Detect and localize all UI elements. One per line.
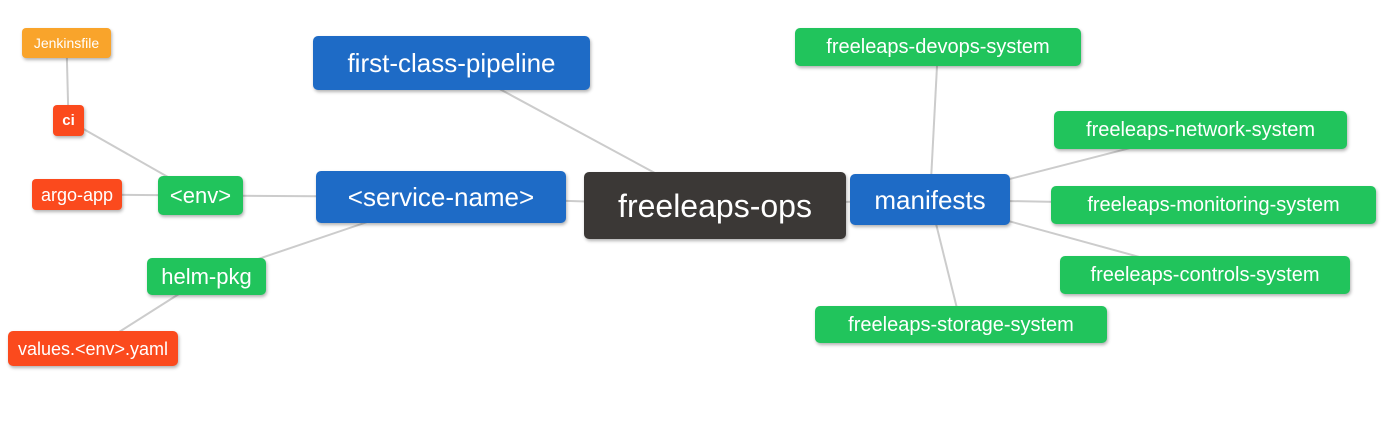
node-helm-pkg[interactable]: helm-pkg xyxy=(147,258,266,295)
node-first-class-pipeline[interactable]: first-class-pipeline xyxy=(313,36,590,90)
node-freeleaps-monitoring-system[interactable]: freeleaps-monitoring-system xyxy=(1051,186,1376,224)
node-label: manifests xyxy=(874,184,986,215)
node-label: helm-pkg xyxy=(161,263,252,289)
node-label: freeleaps-ops xyxy=(618,187,812,224)
node-label: freeleaps-storage-system xyxy=(848,313,1074,336)
node-argo-app[interactable]: argo-app xyxy=(32,179,122,210)
node-label: first-class-pipeline xyxy=(347,48,556,78)
node-freeleaps-ops[interactable]: freeleaps-ops xyxy=(584,172,846,239)
node-freeleaps-controls-system[interactable]: freeleaps-controls-system xyxy=(1060,256,1350,294)
node-env[interactable]: <env> xyxy=(158,176,243,215)
node-label: <service-name> xyxy=(347,182,535,212)
node-ci[interactable]: ci xyxy=(53,105,84,136)
node-label: values.<env>.yaml xyxy=(17,338,169,359)
node-jenkinsfile[interactable]: Jenkinsfile xyxy=(22,28,111,58)
node-freeleaps-storage-system[interactable]: freeleaps-storage-system xyxy=(815,306,1107,343)
node-manifests[interactable]: manifests xyxy=(850,174,1010,225)
node-label: Jenkinsfile xyxy=(33,35,100,51)
node-label: freeleaps-network-system xyxy=(1086,119,1315,141)
node-label: <env> xyxy=(169,182,232,208)
node-label: ci xyxy=(62,112,75,129)
node-label: freeleaps-controls-system xyxy=(1090,264,1320,286)
node-label: freeleaps-devops-system xyxy=(826,36,1050,58)
node-label: freeleaps-monitoring-system xyxy=(1087,194,1340,216)
node-freeleaps-network-system[interactable]: freeleaps-network-system xyxy=(1054,111,1347,149)
node-values-env-yaml[interactable]: values.<env>.yaml xyxy=(8,331,178,366)
node-service-name[interactable]: <service-name> xyxy=(316,171,566,223)
node-label: argo-app xyxy=(40,184,114,205)
node-freeleaps-devops-system[interactable]: freeleaps-devops-system xyxy=(795,28,1081,66)
